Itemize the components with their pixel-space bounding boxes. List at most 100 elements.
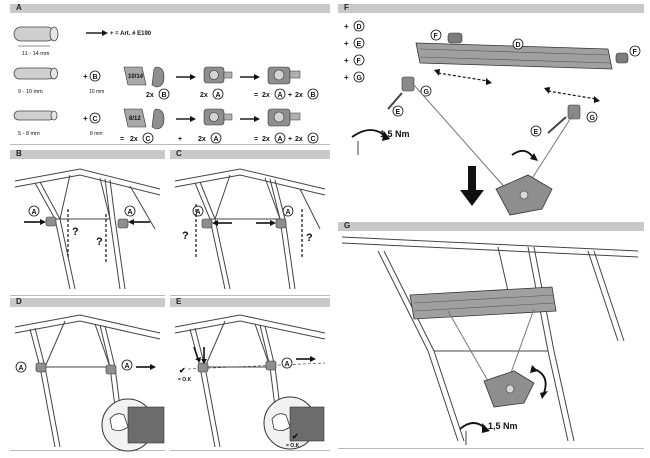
rack-frame bbox=[341, 236, 639, 442]
panel-e-diagram: ✔ = O.K A ✔ = O.K bbox=[174, 314, 326, 450]
arrow-right-icon bbox=[176, 116, 196, 122]
level-line bbox=[187, 362, 326, 370]
bracket-g-right bbox=[567, 104, 581, 120]
legend-circle bbox=[353, 20, 365, 32]
tube-small bbox=[13, 110, 58, 121]
panel-c-label: C bbox=[176, 149, 182, 158]
mm-label-3: 8 mm bbox=[90, 131, 103, 137]
result-a3-letter: A bbox=[278, 136, 283, 143]
label-a-right: A bbox=[286, 209, 291, 216]
result-a-circle bbox=[274, 88, 286, 100]
legend-letter-e: E bbox=[357, 41, 362, 48]
arrow-left-icon bbox=[128, 219, 150, 225]
strut-right bbox=[507, 308, 535, 382]
clamp-a-icon bbox=[203, 66, 233, 84]
panel-c-header bbox=[170, 150, 330, 159]
torque-label: 1,5 Nm bbox=[488, 421, 518, 431]
arrow-right-icon bbox=[240, 116, 260, 122]
arrow-right-icon bbox=[86, 30, 108, 36]
legend-circle bbox=[353, 54, 365, 66]
panel-b-label: B bbox=[16, 149, 22, 158]
legend-plus: + bbox=[344, 39, 349, 48]
label-a-left: A bbox=[19, 365, 24, 372]
cap-f-right bbox=[615, 52, 629, 64]
label-e-left: E bbox=[396, 109, 401, 116]
panel-a-label: A bbox=[16, 3, 22, 12]
label-a-right: A bbox=[128, 209, 133, 216]
result-c-letter: C bbox=[311, 136, 316, 143]
clamp-right bbox=[117, 218, 129, 229]
result-plus: + bbox=[288, 92, 292, 99]
strut-left bbox=[413, 84, 509, 192]
part-b-letter: B bbox=[93, 74, 98, 81]
tube-medium bbox=[13, 67, 58, 80]
label-a-circle bbox=[281, 357, 293, 369]
eq-3: = bbox=[120, 136, 124, 143]
ok-label: = O.K bbox=[178, 377, 192, 383]
mm-label-2: 10 mm bbox=[89, 89, 104, 95]
label-f-left: F bbox=[434, 33, 439, 40]
panel-b-diagram: A A ? ? bbox=[14, 168, 161, 290]
size-label-2: 9 - 10 mm bbox=[18, 89, 43, 95]
rack-frame bbox=[14, 168, 161, 290]
check-icon: ✔ bbox=[292, 432, 299, 441]
mounting-rail bbox=[415, 42, 613, 70]
clamp-left bbox=[201, 218, 213, 229]
legend-plus: + bbox=[344, 56, 349, 65]
result-eq-3: = bbox=[254, 136, 258, 143]
result-qty-a3: 2x bbox=[262, 136, 270, 143]
panel-b-header bbox=[10, 150, 165, 159]
question-mark: ? bbox=[96, 236, 103, 248]
bracket-g-left bbox=[401, 76, 415, 92]
panel-c: C A A ? ? bbox=[170, 149, 330, 296]
panel-a: A 11 - 14 mm + = Art. # E190 9 - 10 mm +… bbox=[10, 3, 330, 145]
panel-g: G bbox=[338, 221, 644, 449]
label-f-right: F bbox=[633, 49, 638, 56]
label-a-circle bbox=[28, 205, 40, 217]
label-d-circle bbox=[512, 38, 524, 50]
clamp-right bbox=[265, 360, 277, 371]
qty-a-circle bbox=[212, 88, 224, 100]
result-a3-circle bbox=[274, 132, 286, 144]
label-a-right: A bbox=[125, 363, 130, 370]
qty-a3-letter: A bbox=[214, 136, 219, 143]
check-icon: ✔ bbox=[179, 366, 186, 375]
result-a-letter: A bbox=[278, 92, 283, 99]
legend-letter-d: D bbox=[357, 24, 362, 31]
arrow-right-icon bbox=[240, 74, 260, 80]
panel-a-header bbox=[10, 4, 330, 13]
insert-b-icon: 10/14 bbox=[123, 66, 147, 86]
label-a-left: A bbox=[196, 209, 201, 216]
qty-b-circle bbox=[158, 88, 170, 100]
clamp-assembled-icon bbox=[267, 66, 301, 85]
panel-b: B A A ? ? bbox=[10, 149, 165, 296]
part-b-circle bbox=[89, 70, 101, 82]
panel-f-label: F bbox=[344, 3, 349, 12]
label-d: D bbox=[516, 42, 521, 49]
torque-label: 1,5 Nm bbox=[380, 129, 410, 139]
plus-sign-3b: + bbox=[178, 136, 182, 143]
magnifier-detail bbox=[101, 398, 165, 452]
cap-f-left bbox=[447, 32, 463, 44]
qty-a-1: 2x bbox=[200, 92, 208, 99]
part-c-letter: C bbox=[93, 116, 98, 123]
panel-e: E ✔ = O.K A bbox=[170, 297, 330, 451]
result-eq: = bbox=[254, 92, 258, 99]
label-f-circle bbox=[430, 29, 442, 41]
label-g-circle bbox=[586, 111, 598, 123]
ok-label-2: = O.K bbox=[286, 443, 300, 449]
result-c-circle bbox=[307, 132, 319, 144]
insert-c-icon: 8/12 bbox=[123, 108, 147, 128]
clamp-left bbox=[197, 362, 209, 373]
panel-f-header bbox=[338, 4, 644, 13]
legend-plus: + bbox=[344, 22, 349, 31]
tube-large bbox=[13, 26, 59, 42]
panel-g-label: G bbox=[344, 221, 351, 230]
panel-g-diagram: 1,5 Nm bbox=[341, 236, 639, 445]
size-label-1: 11 - 14 mm bbox=[22, 51, 50, 57]
label-g-right: G bbox=[590, 115, 596, 122]
legend-letter-g: G bbox=[357, 75, 363, 82]
result-qty-c: 2x bbox=[295, 136, 303, 143]
legend-circle bbox=[353, 71, 365, 83]
result-qty-a: 2x bbox=[262, 92, 270, 99]
